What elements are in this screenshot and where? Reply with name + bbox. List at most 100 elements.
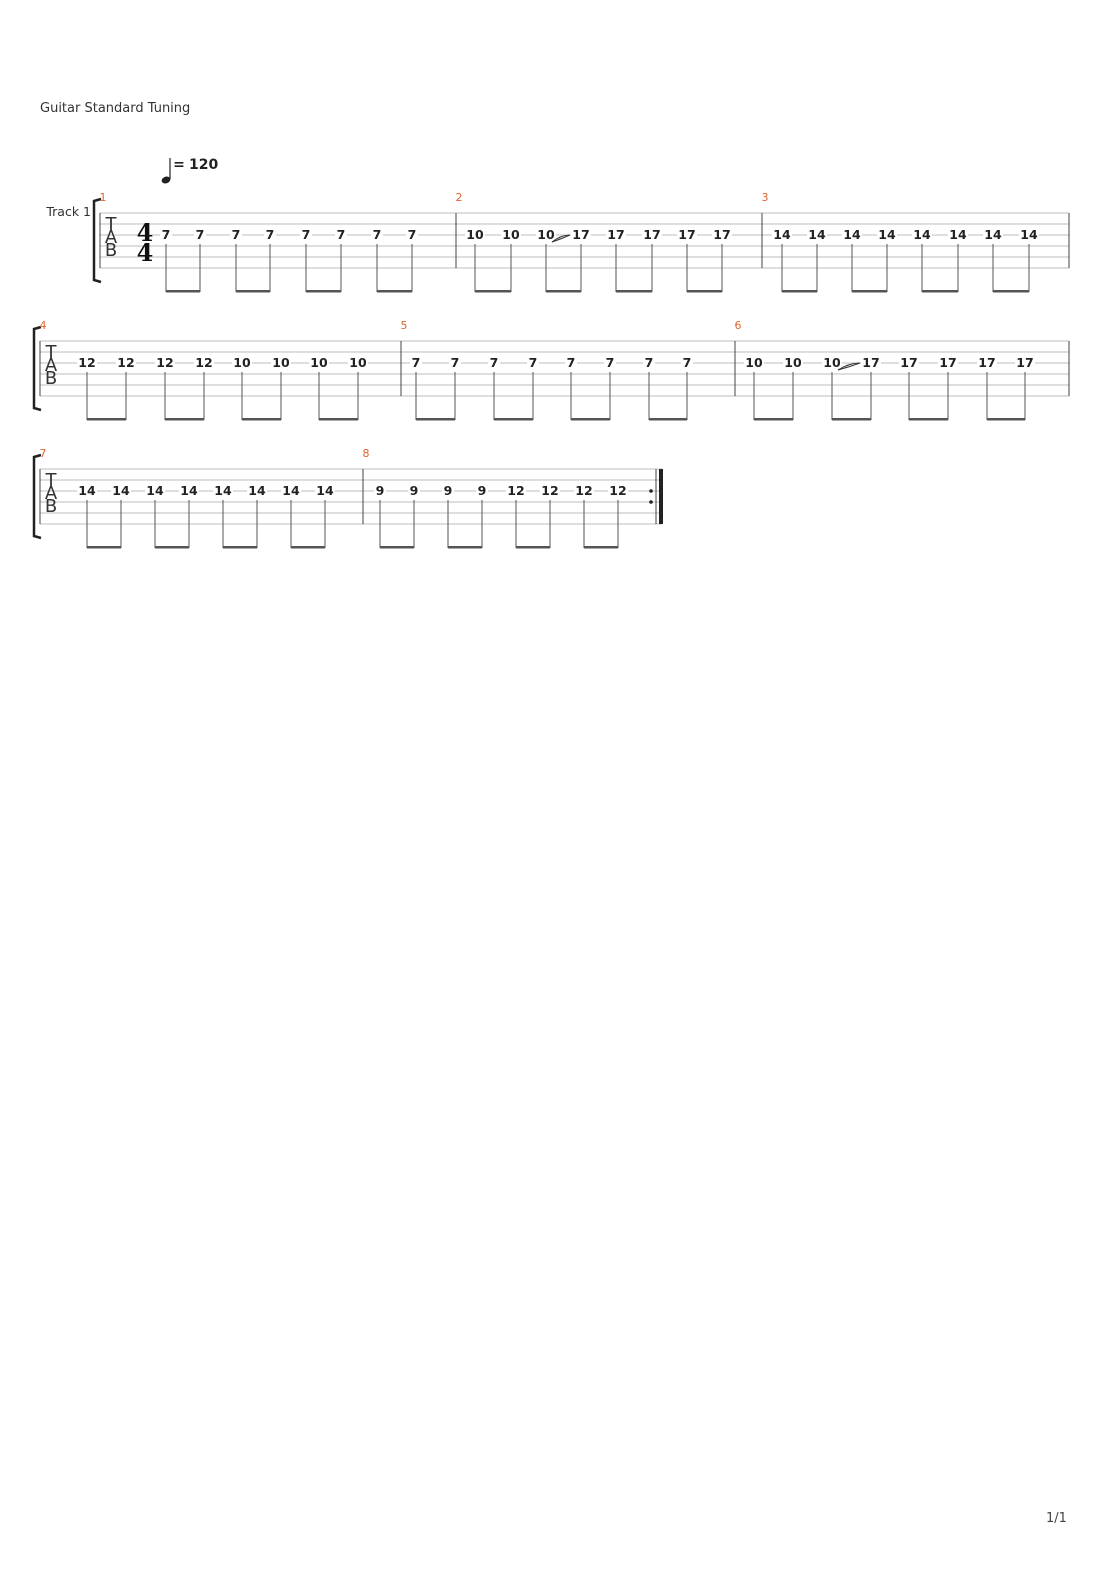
fret-background (488, 356, 500, 370)
fret-number: 17 (978, 355, 995, 370)
fret-background (744, 356, 764, 370)
tab-clef-letter: B (45, 496, 57, 517)
fret-number: 12 (195, 355, 212, 370)
fret-number: 7 (266, 227, 275, 242)
fret-background (571, 228, 591, 242)
beam (571, 418, 610, 421)
fret-background (77, 484, 97, 498)
tab-clef-letter: A (105, 227, 118, 248)
beam (291, 546, 325, 549)
measure-number: 4 (40, 319, 47, 332)
tab-clef-letter: A (45, 355, 58, 376)
fret-number: 10 (349, 355, 367, 370)
time-signature-numerator: 4 (137, 218, 154, 247)
beam (782, 290, 817, 293)
fret-number: 14 (878, 227, 896, 242)
fret-number: 7 (337, 227, 346, 242)
fret-background (449, 356, 461, 370)
fret-background (606, 228, 626, 242)
fret-number: 10 (272, 355, 290, 370)
fret-background (807, 228, 827, 242)
fret-number: 10 (823, 355, 841, 370)
fret-number: 17 (862, 355, 879, 370)
fret-background (300, 228, 312, 242)
fret-number: 12 (156, 355, 173, 370)
fret-number: 9 (478, 483, 487, 498)
beam (475, 290, 511, 293)
fret-background (111, 484, 131, 498)
fret-number: 12 (609, 483, 626, 498)
fret-background (155, 356, 175, 370)
fret-background (410, 356, 422, 370)
beam (166, 290, 200, 293)
fret-number: 7 (683, 355, 692, 370)
fret-number: 14 (78, 483, 96, 498)
fret-number: 7 (373, 227, 382, 242)
repeat-thick-barline (659, 469, 663, 524)
fret-background (983, 228, 1003, 242)
repeat-dot (649, 500, 653, 504)
fret-background (442, 484, 454, 498)
fret-background (194, 356, 214, 370)
beam (494, 418, 533, 421)
fret-background (194, 228, 206, 242)
repeat-dot (649, 489, 653, 493)
fret-background (315, 484, 335, 498)
fret-background (540, 484, 560, 498)
fret-background (179, 484, 199, 498)
beam (754, 418, 793, 421)
fret-background (642, 228, 662, 242)
beam (223, 546, 257, 549)
measure-number: 2 (456, 191, 463, 204)
fret-number: 7 (529, 355, 538, 370)
beam (155, 546, 189, 549)
fret-number: 14 (248, 483, 266, 498)
fret-number: 9 (410, 483, 419, 498)
fret-number: 10 (502, 227, 520, 242)
beam (584, 546, 618, 549)
fret-number: 17 (643, 227, 660, 242)
fret-background (506, 484, 526, 498)
fret-number: 14 (214, 483, 232, 498)
fret-background (230, 228, 242, 242)
fret-number: 14 (282, 483, 300, 498)
beam (87, 418, 126, 421)
beam (242, 418, 281, 421)
beam (516, 546, 550, 549)
fret-number: 12 (117, 355, 134, 370)
fret-background (677, 228, 697, 242)
fret-number: 14 (984, 227, 1002, 242)
slide-mark (837, 362, 861, 371)
fret-number: 7 (196, 227, 205, 242)
fret-number: 7 (302, 227, 311, 242)
fret-number: 7 (490, 355, 499, 370)
fret-background (271, 356, 291, 370)
track-name: Track 1 (45, 204, 91, 219)
beam (546, 290, 581, 293)
fret-background (348, 356, 368, 370)
fret-background (948, 228, 968, 242)
measure-number: 3 (762, 191, 769, 204)
quarter-note-icon (161, 176, 171, 184)
fret-background (281, 484, 301, 498)
fret-background (501, 228, 521, 242)
beam (909, 418, 948, 421)
fret-number: 17 (939, 355, 956, 370)
beam (687, 290, 722, 293)
fret-number: 14 (913, 227, 931, 242)
fret-number: 14 (112, 483, 130, 498)
time-signature-denominator: 4 (137, 238, 154, 267)
beam (448, 546, 482, 549)
tempo-value: 120 (189, 157, 218, 173)
fret-background (822, 356, 842, 370)
fret-background (232, 356, 252, 370)
fret-background (604, 356, 616, 370)
fret-background (1019, 228, 1039, 242)
beam (832, 418, 871, 421)
fret-number: 14 (1020, 227, 1038, 242)
fret-background (527, 356, 539, 370)
beam (236, 290, 270, 293)
beam (993, 290, 1029, 293)
beam (165, 418, 204, 421)
fret-number: 14 (316, 483, 334, 498)
